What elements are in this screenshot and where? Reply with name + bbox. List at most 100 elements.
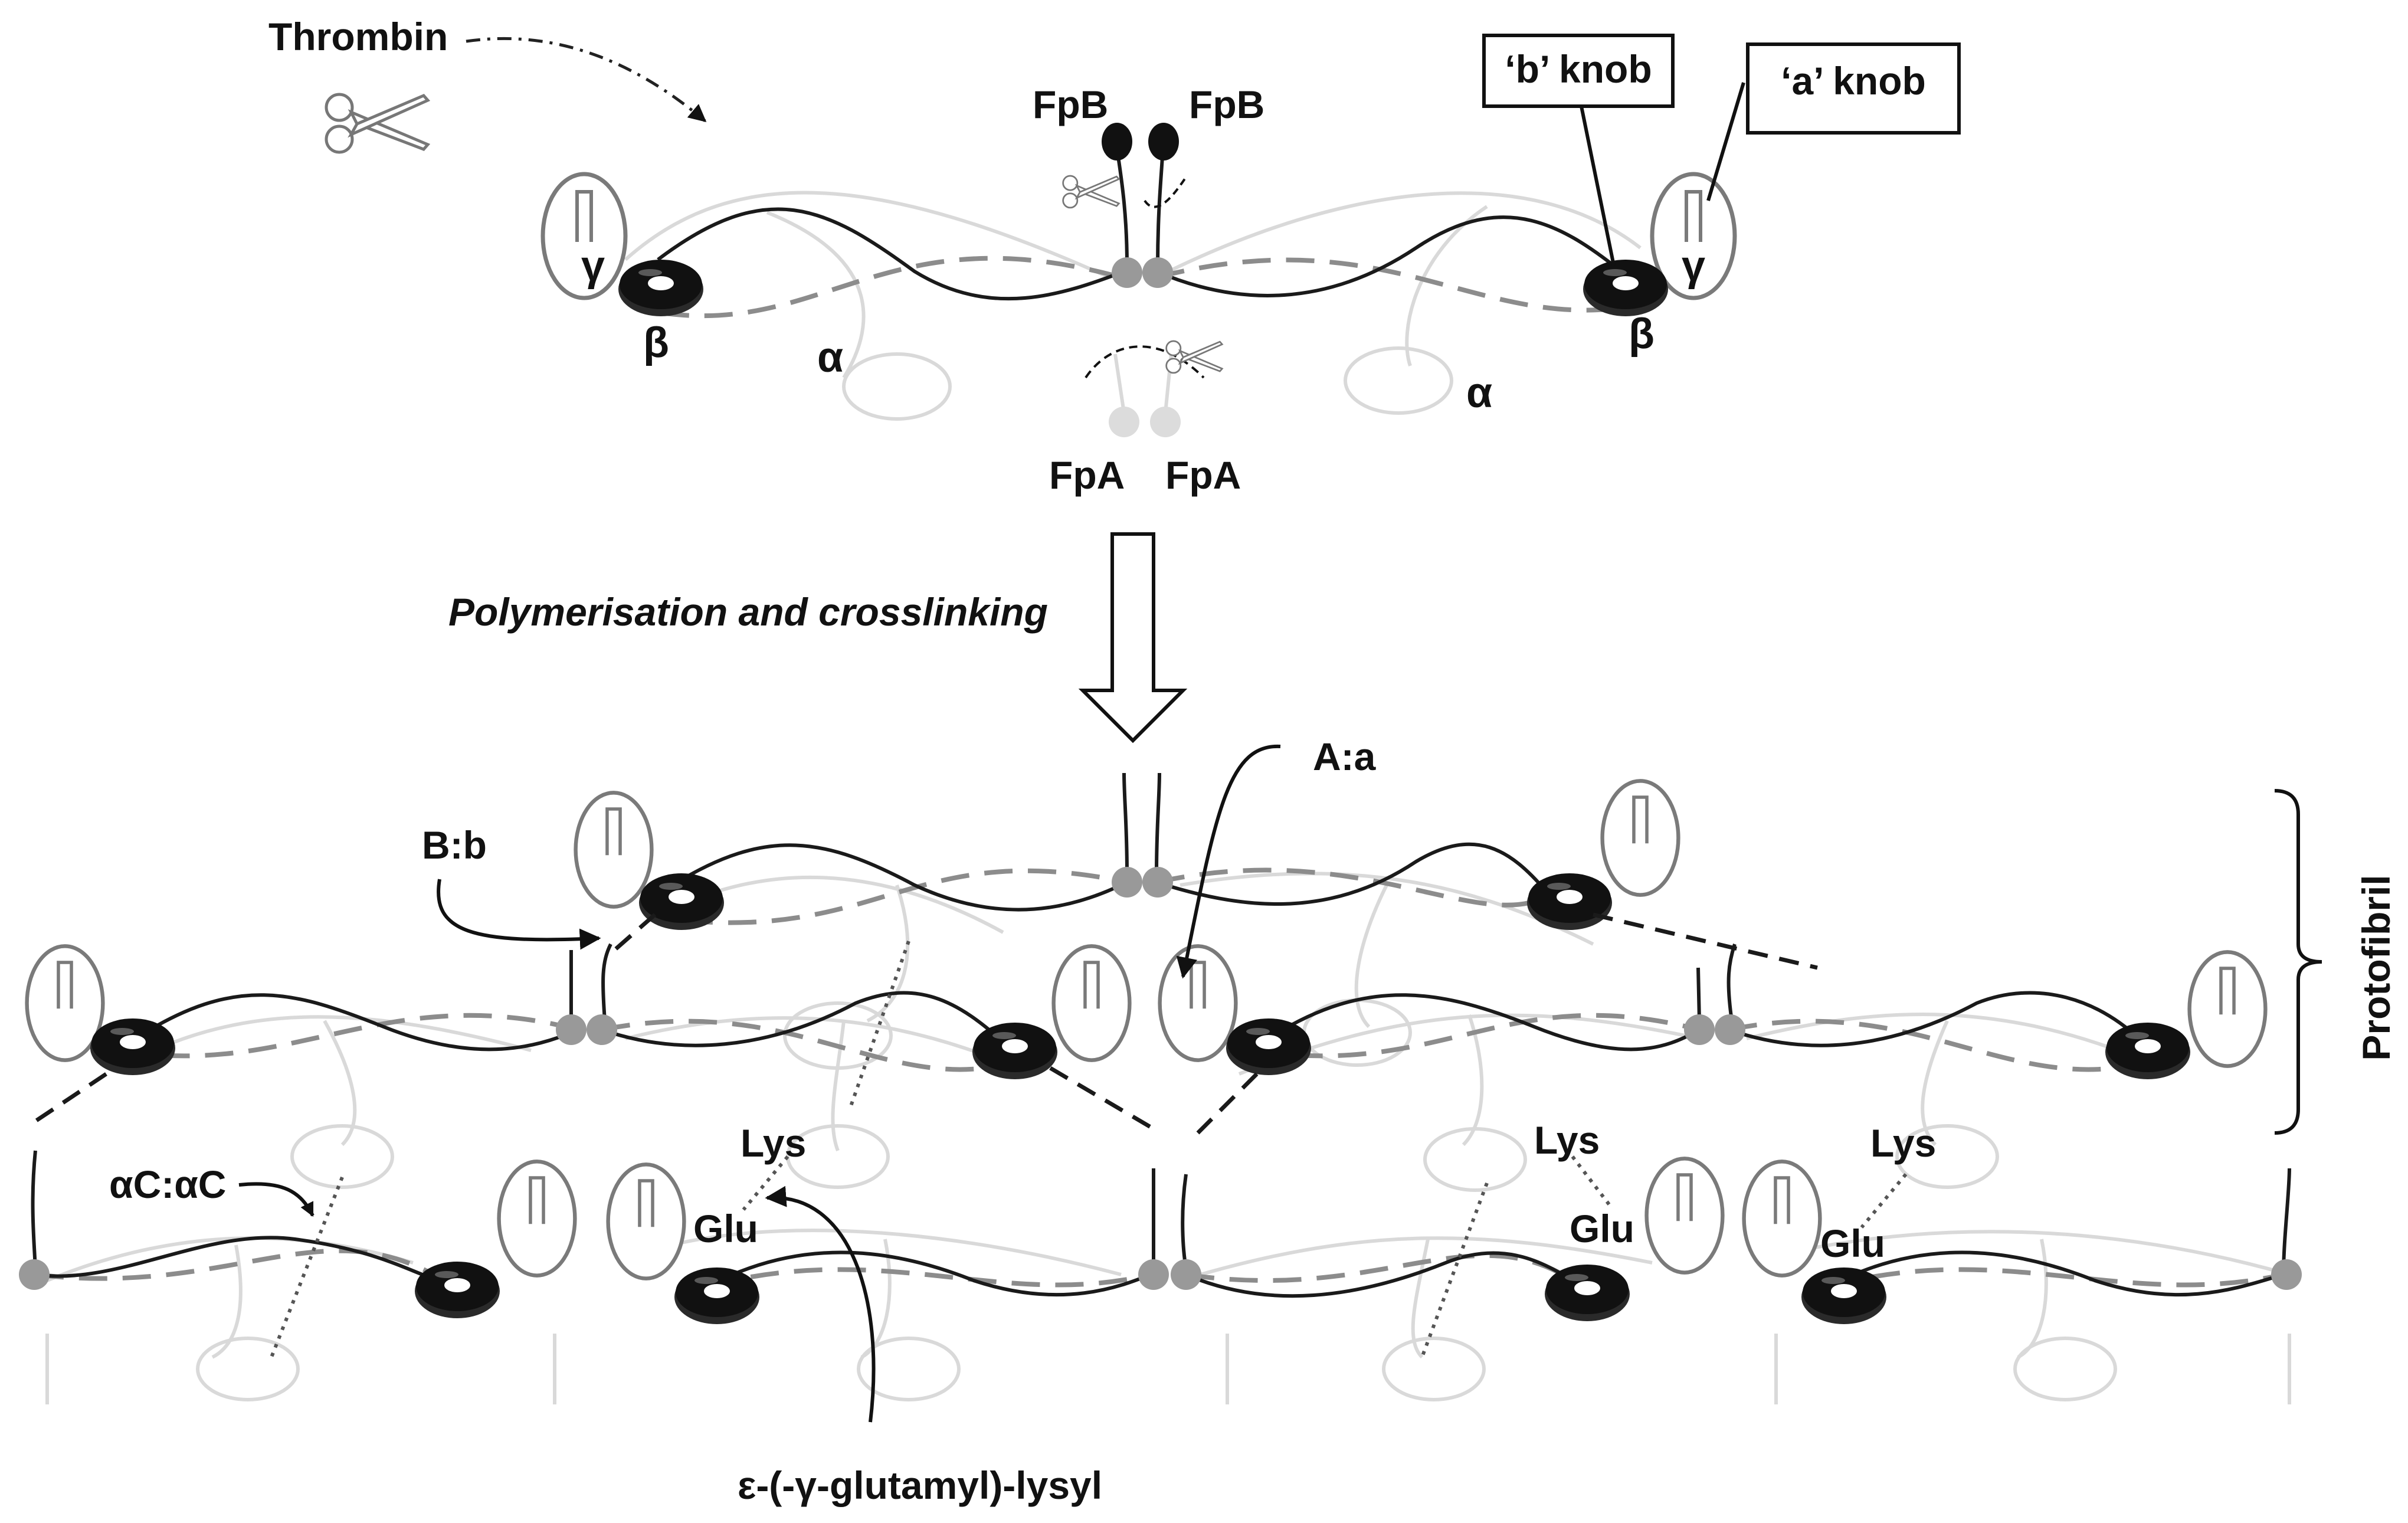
alpha-label-left: α	[817, 334, 843, 381]
fpa-label-left: FpA	[1049, 453, 1125, 497]
alpha-strand	[1828, 1168, 2291, 1297]
b-knob-label: ‘b’ knob	[1505, 47, 1652, 91]
alpha-strand	[707, 1250, 1152, 1297]
alpha-c-crosslink	[270, 1176, 344, 1358]
fpb-label-left: FpB	[1033, 83, 1108, 126]
fpb-stem-left	[1116, 156, 1129, 266]
fpa-label-right: FpA	[1165, 453, 1241, 497]
alpha-c-strand	[1746, 1013, 2149, 1147]
knob-ring-icon	[618, 260, 703, 316]
process-label: Polymerisation and crosslinking	[448, 590, 1048, 634]
gamma-node	[1647, 1158, 1723, 1272]
central-node	[1715, 1014, 1745, 1045]
b-knob-callout-box	[1482, 34, 1675, 108]
b-knob-pointer	[1580, 106, 1616, 266]
a-a-label: A:a	[1313, 735, 1377, 778]
gamma-label-left: γ	[581, 243, 605, 290]
alpha-c-domain	[290, 1124, 394, 1189]
b-b-arrow	[437, 879, 601, 950]
alpha-strand	[671, 843, 1128, 912]
gamma-strand	[707, 1267, 1151, 1289]
knob-ring-icon	[1226, 1018, 1311, 1075]
alpha-strand	[601, 991, 1011, 1049]
central-node	[556, 1014, 587, 1045]
lys-glu-crosslink	[1860, 1173, 1908, 1229]
b-b-contact-line	[34, 1072, 107, 1123]
b-b-contact-line	[1593, 912, 1818, 970]
knob-ring-icon	[639, 873, 724, 930]
knob-ring-icon	[90, 1018, 175, 1075]
alpha-c-strand	[117, 1015, 532, 1147]
alpha-strand	[135, 993, 579, 1052]
gamma-strand	[1156, 867, 1547, 908]
protofibril-label: Protofibril	[2354, 875, 2398, 1060]
protofibril-assembly: A:a B:b αC:αC Lys Glu Lys Glu Lys Glu ε-…	[19, 735, 2398, 1507]
central-node	[1112, 867, 1142, 898]
monomer-row-1	[576, 772, 1679, 1070]
thrombin-arrow	[466, 37, 707, 122]
gamma-strand	[1828, 1267, 2284, 1289]
lys-label-3: Lys	[1870, 1121, 1936, 1165]
gamma-node	[1054, 946, 1130, 1060]
knob-ring-icon	[1545, 1265, 1630, 1321]
central-node	[19, 1259, 50, 1290]
b-b-contact-line	[606, 913, 657, 958]
alpha-c-strand-right	[1155, 191, 1642, 366]
central-node-left	[1112, 257, 1142, 288]
alpha-c-domain	[1895, 1124, 1999, 1189]
knob-ring-icon	[2105, 1023, 2190, 1079]
central-node	[1142, 867, 1173, 898]
gamma-strand	[1728, 1018, 2148, 1072]
central-stems	[1122, 772, 1161, 874]
alpha-strand-right	[1155, 215, 1630, 297]
alpha-strand	[1156, 842, 1548, 906]
central-node-right	[1142, 257, 1173, 288]
process-step: Polymerisation and crosslinking	[448, 532, 1188, 744]
knob-ring-icon	[1583, 260, 1668, 316]
central-node	[1171, 1259, 1201, 1290]
fpb-label-right: FpB	[1189, 83, 1264, 126]
thrombin-label: Thrombin	[268, 15, 448, 58]
fpa-stems	[1113, 353, 1173, 414]
fpa-node-right	[1150, 407, 1181, 437]
gamma-node	[2190, 952, 2266, 1066]
alpha-strand	[1728, 991, 2150, 1049]
gamma-strand-left	[660, 256, 1122, 319]
fibrinogen-molecule: Thrombin FpB FpB FpA FpA	[268, 15, 1961, 497]
beta-label-right: β	[1629, 310, 1655, 358]
glu-label-1: Glu	[693, 1207, 758, 1250]
gamma-node	[499, 1161, 575, 1275]
alpha-strand	[1185, 1251, 1583, 1298]
knob-ring-icon	[972, 1023, 1057, 1079]
cleavage-line-fpb	[1144, 176, 1187, 208]
alpha-strand	[1267, 993, 1701, 1052]
central-node	[1138, 1259, 1169, 1290]
gamma-strand-right	[1156, 257, 1629, 313]
central-node	[587, 1014, 617, 1045]
alpha-strand-left	[657, 207, 1125, 301]
b-b-contact-line	[1049, 1066, 1152, 1129]
gamma-strand	[35, 1248, 450, 1286]
alpha-label-right: α	[1466, 369, 1492, 417]
alpha-c-crosslink	[1420, 1182, 1489, 1358]
fpb-stem-right	[1156, 156, 1164, 266]
cleavage-line-fpa	[1085, 345, 1205, 379]
crosslink-label: ε-(-γ-glutamyl)-lysyl	[738, 1463, 1102, 1507]
lys-glu-crosslink	[1571, 1155, 1613, 1208]
beta-label-left: β	[643, 319, 669, 366]
gamma-node	[608, 1164, 684, 1278]
alpha-c-tails	[45, 1334, 2291, 1404]
alpha-strand	[31, 1150, 449, 1285]
lys-glu-crosslink	[742, 1155, 789, 1211]
glu-label-3: Glu	[1820, 1221, 1885, 1265]
glu-label-2: Glu	[1570, 1207, 1634, 1250]
central-node	[2271, 1259, 2302, 1290]
gamma-node	[1160, 946, 1236, 1060]
alpha-c-domain-left	[842, 352, 952, 421]
monomer-row-2	[27, 943, 2266, 1192]
protofibril-bracket	[2274, 789, 2322, 1135]
central-stems	[569, 943, 612, 1021]
scissors-icon	[326, 94, 428, 152]
gamma-label-right: γ	[1682, 243, 1705, 290]
